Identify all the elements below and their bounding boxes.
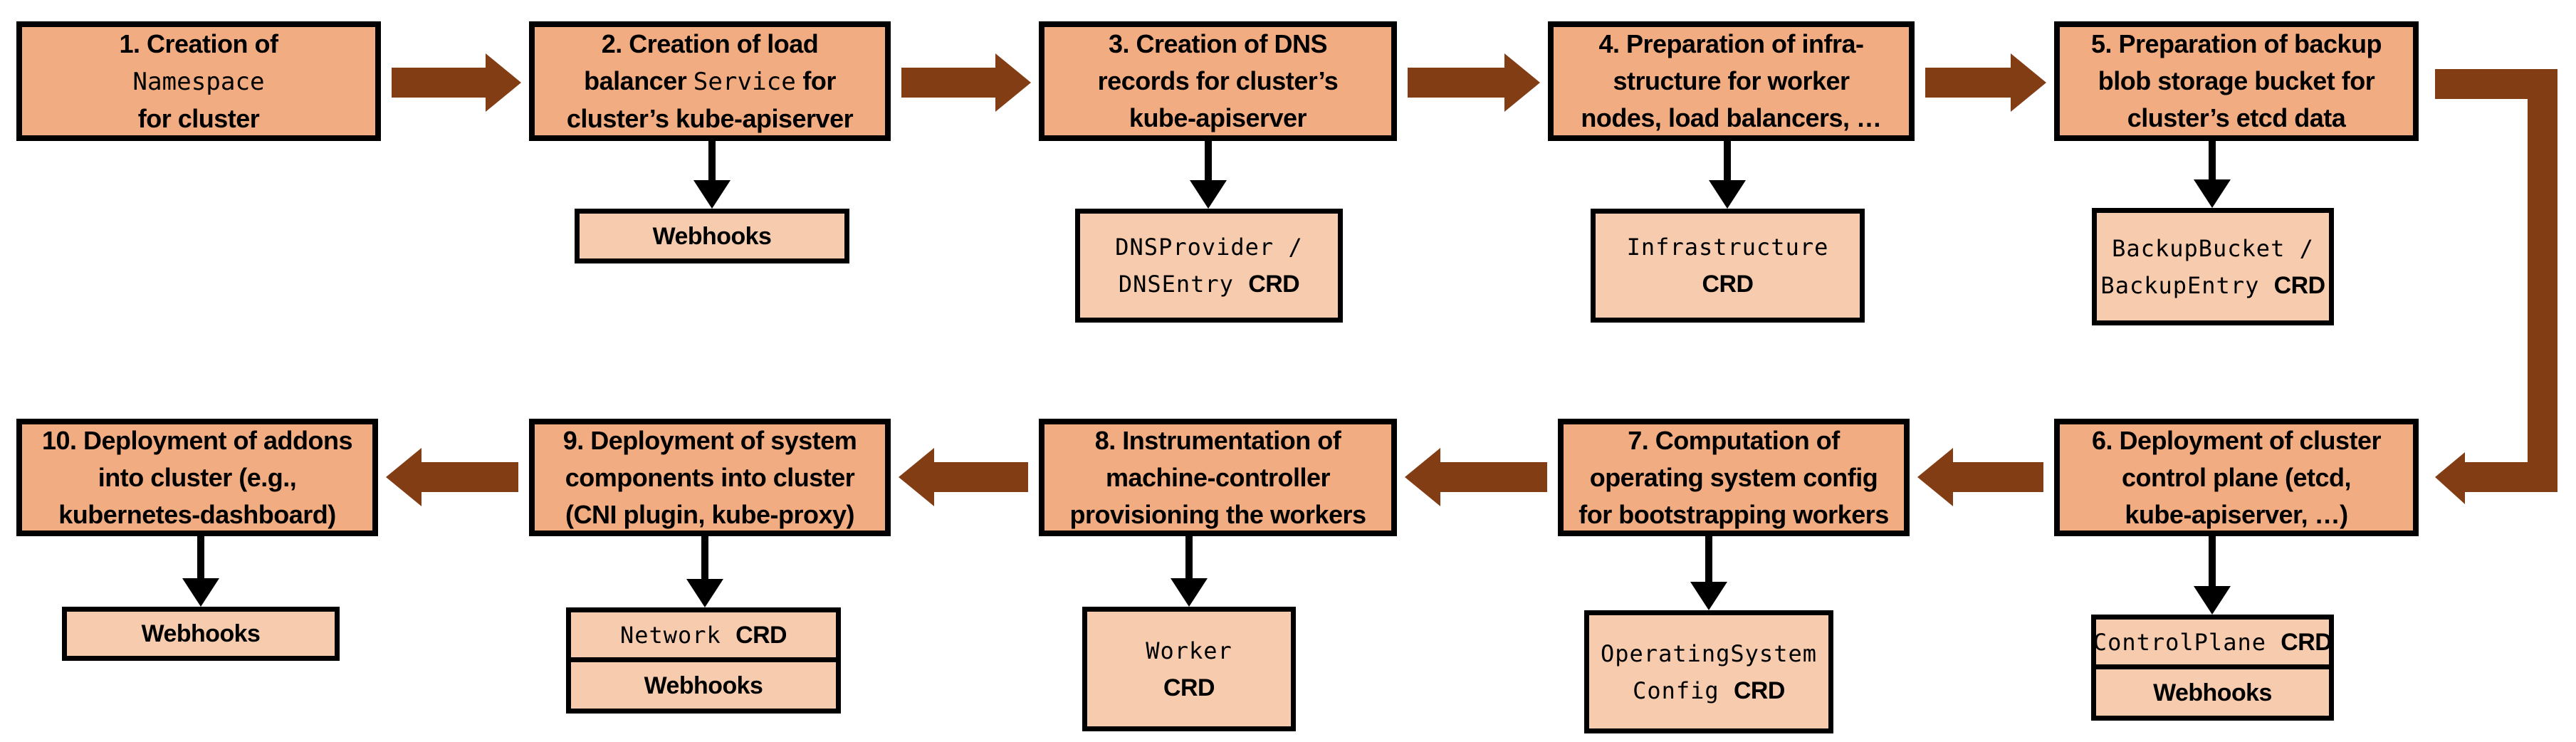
step-1-line: Namespace bbox=[132, 67, 265, 96]
step-7-osc-crd-box: OperatingSystem Config CRD bbox=[1584, 610, 1833, 733]
step-4-line: 4. Preparation of infra- bbox=[1598, 29, 1864, 58]
step-1-box: 1. Creation of Namespace for cluster bbox=[16, 21, 381, 141]
down-arrow-step9-to-network-crd bbox=[686, 535, 723, 607]
infrastructure-crd-label: CRD bbox=[1702, 271, 1754, 298]
worker-crd-label: CRD bbox=[1163, 674, 1215, 701]
step-9-line: components into cluster bbox=[565, 462, 855, 492]
down-arrow-step8-to-worker-crd bbox=[1171, 535, 1208, 607]
step-4-infrastructure-crd-box: Infrastructure CRD bbox=[1591, 209, 1865, 323]
step-9-line: 9. Deployment of system bbox=[562, 425, 857, 455]
step-7-line: 7. Computation of bbox=[1628, 425, 1840, 455]
step-2-line: balancer Service for bbox=[584, 66, 836, 96]
flow-arrow-step8-to-step9 bbox=[899, 448, 1028, 506]
step-5-backup-crd-box: BackupBucket / BackupEntry CRD bbox=[2092, 208, 2334, 325]
step-2-box: 2. Creation of load balancer Service for… bbox=[529, 21, 891, 141]
step-10-box: 10. Deployment of addons into cluster (e… bbox=[16, 419, 378, 536]
step-8-line: provisioning the workers bbox=[1069, 499, 1366, 529]
step-4-line: nodes, load balancers, … bbox=[1581, 103, 1882, 132]
step-8-line: 8. Instrumentation of bbox=[1094, 425, 1341, 455]
step-10-line: 10. Deployment of addons bbox=[41, 425, 353, 455]
step-1-line: 1. Creation of bbox=[119, 28, 278, 58]
step-2-webhooks-box: Webhooks bbox=[575, 209, 849, 263]
step-9-webhooks-box: Webhooks bbox=[566, 657, 841, 714]
down-arrow-step10-to-webhooks bbox=[182, 535, 219, 607]
step-3-line: kube-apiserver bbox=[1129, 103, 1307, 132]
step-4-line: structure for worker bbox=[1613, 66, 1850, 95]
worker-crd-label: Worker bbox=[1146, 637, 1232, 664]
dns-crd-label: DNSEntry CRD bbox=[1118, 271, 1300, 298]
osc-crd-label: Config CRD bbox=[1633, 676, 1785, 704]
step-8-line: machine-controller bbox=[1105, 462, 1331, 492]
flow-arrow-step3-to-step4 bbox=[1408, 53, 1540, 112]
step-3-line: records for cluster’s bbox=[1097, 66, 1339, 95]
step-5-line: cluster’s etcd data bbox=[2127, 103, 2346, 132]
webhooks-label: Webhooks bbox=[141, 620, 261, 647]
step-8-worker-crd-box: Worker CRD bbox=[1082, 607, 1296, 731]
step-2-line: cluster’s kube-apiserver bbox=[566, 103, 854, 133]
controlplane-crd-label: ControlPlane CRD bbox=[2093, 628, 2332, 656]
step-6-box: 6. Deployment of cluster control plane (… bbox=[2054, 419, 2419, 536]
step-5-line: 5. Preparation of backup bbox=[2090, 29, 2382, 58]
osc-crd-label: OperatingSystem bbox=[1601, 639, 1817, 667]
webhooks-label: Webhooks bbox=[2153, 679, 2272, 706]
step-6-line: kube-apiserver, …) bbox=[2125, 499, 2348, 529]
step-10-line: kubernetes-dashboard) bbox=[58, 499, 336, 529]
step-8-box: 8. Instrumentation of machine-controller… bbox=[1039, 419, 1397, 536]
backup-crd-label: BackupEntry CRD bbox=[2100, 271, 2325, 299]
flow-arrow-step7-to-step8 bbox=[1405, 448, 1547, 506]
step-3-box: 3. Creation of DNS records for cluster’s… bbox=[1039, 21, 1397, 141]
step-6-webhooks-box: Webhooks bbox=[2091, 664, 2334, 721]
infrastructure-crd-label: Infrastructure bbox=[1626, 234, 1829, 261]
down-arrow-step3-to-dns-crd bbox=[1190, 141, 1227, 209]
flow-arrow-step5-to-step6-elbow bbox=[2435, 69, 2557, 504]
step-7-box: 7. Computation of operating system confi… bbox=[1558, 419, 1910, 536]
step-6-line: control plane (etcd, bbox=[2121, 462, 2352, 492]
step-5-line: blob storage bucket for bbox=[2098, 66, 2375, 95]
dns-crd-label: DNSProvider / bbox=[1115, 234, 1303, 261]
step-7-line: operating system config bbox=[1589, 462, 1878, 492]
webhooks-label: Webhooks bbox=[652, 222, 772, 250]
flow-arrow-step6-to-step7 bbox=[1917, 448, 2043, 506]
down-arrow-step5-to-backup-crd bbox=[2194, 141, 2231, 208]
step-3-line: 3. Creation of DNS bbox=[1108, 29, 1328, 58]
flow-arrow-step1-to-step2 bbox=[392, 53, 521, 112]
step-10-line: into cluster (e.g., bbox=[98, 462, 297, 492]
webhooks-label: Webhooks bbox=[644, 672, 763, 699]
step-9-network-crd-box: Network CRD bbox=[566, 607, 841, 662]
backup-crd-label: BackupBucket / bbox=[2112, 234, 2314, 262]
step-1-line: for cluster bbox=[137, 103, 260, 133]
flow-arrow-step2-to-step3 bbox=[901, 53, 1031, 112]
flow-arrow-step9-to-step10 bbox=[386, 448, 518, 506]
down-arrow-step2-to-webhooks bbox=[693, 141, 731, 209]
down-arrow-step4-to-infrastructure-crd bbox=[1709, 141, 1746, 209]
step-2-line: 2. Creation of load bbox=[601, 28, 819, 58]
down-arrow-step7-to-osc-crd bbox=[1690, 535, 1727, 610]
step-9-box: 9. Deployment of system components into … bbox=[529, 419, 891, 536]
step-6-controlplane-crd-box: ControlPlane CRD bbox=[2091, 615, 2334, 669]
step-7-line: for bootstrapping workers bbox=[1578, 499, 1889, 529]
flow-arrow-step4-to-step5 bbox=[1925, 53, 2046, 112]
step-4-box: 4. Preparation of infra- structure for w… bbox=[1548, 21, 1915, 141]
step-9-line: (CNI plugin, kube-proxy) bbox=[565, 499, 855, 529]
step-5-box: 5. Preparation of backup blob storage bu… bbox=[2054, 21, 2419, 141]
step-3-dns-crd-box: DNSProvider / DNSEntry CRD bbox=[1075, 209, 1343, 323]
step-6-line: 6. Deployment of cluster bbox=[2091, 425, 2382, 455]
step-10-webhooks-box: Webhooks bbox=[62, 607, 340, 661]
network-crd-label: Network CRD bbox=[619, 621, 787, 649]
down-arrow-step6-to-controlplane-crd bbox=[2194, 535, 2231, 615]
